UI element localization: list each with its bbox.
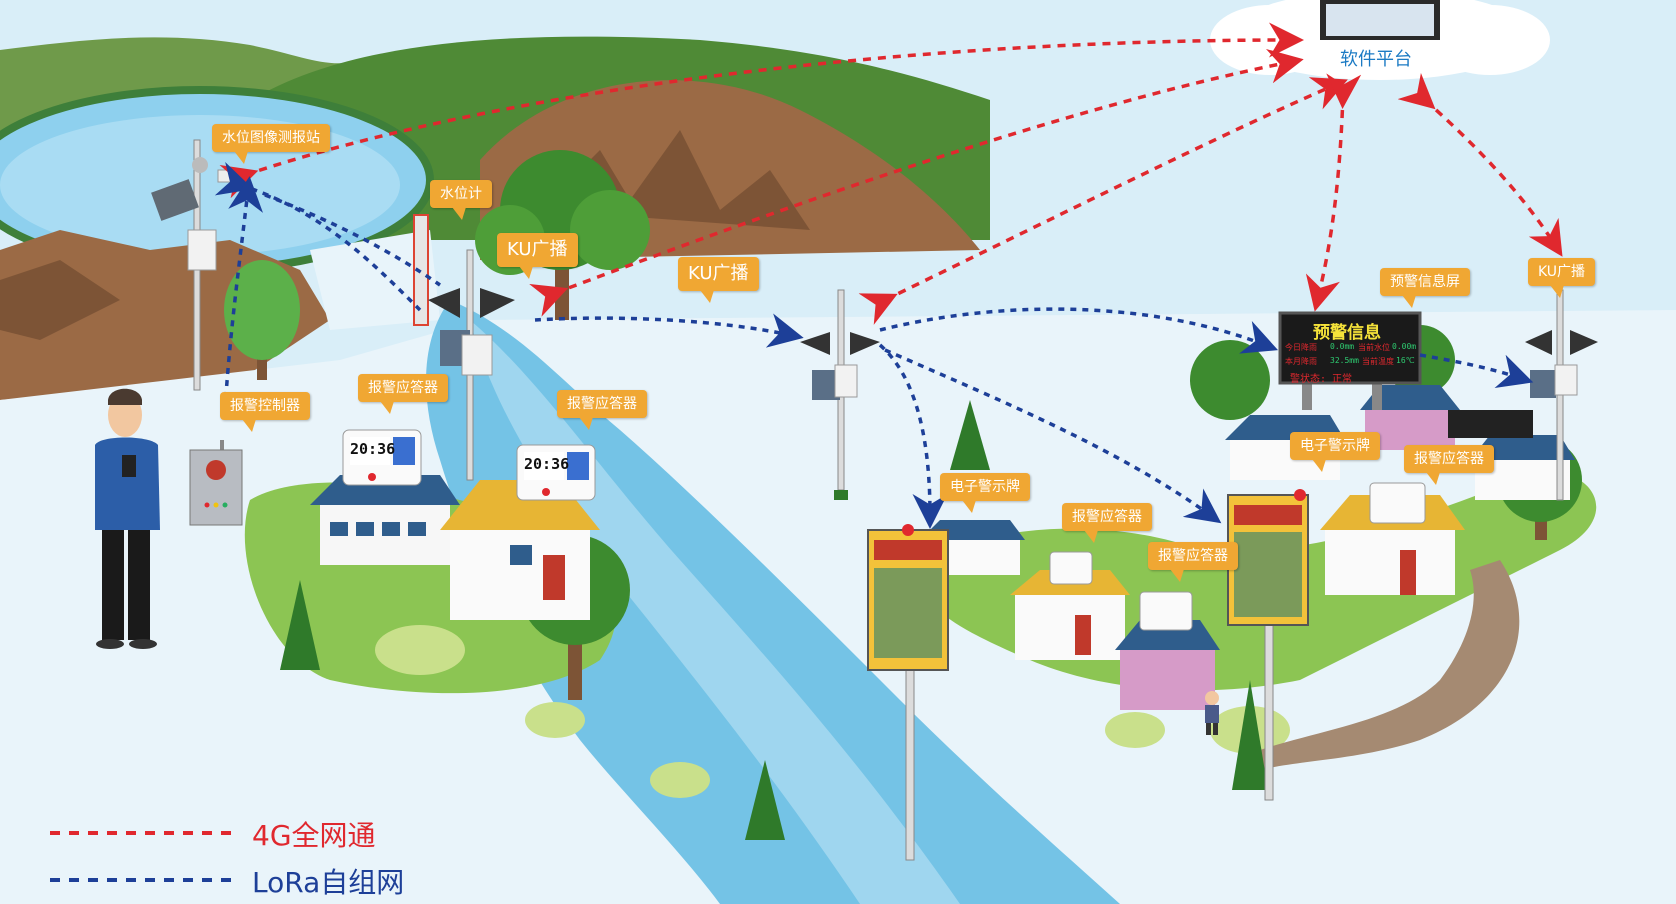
link-lora-station-gauge (264, 193, 442, 287)
house-4 (1010, 570, 1130, 660)
electronic-sign-left (867, 524, 949, 861)
label-alarm-controller: 报警控制器 (220, 392, 310, 432)
label-water-image-station: 水位图像测报站 (212, 124, 330, 164)
label-alarm-responder-2: 报警应答器 (557, 390, 647, 430)
alarm-controller-box (189, 440, 243, 526)
label-alarm-responder-3: 报警应答器 (1062, 503, 1152, 543)
river (426, 300, 1120, 904)
link-lora-screen-ku3 (1419, 353, 1534, 388)
label-water-level-gauge: 水位计 (430, 180, 492, 220)
link-lora-station-ku1 (214, 162, 422, 312)
alarm-responder-device-1 (342, 429, 422, 486)
label-ku-broadcast-1: KU广播 (497, 233, 578, 279)
label-warning-screen: 预警信息屏 (1380, 268, 1470, 308)
dam-waterfall (310, 230, 440, 330)
label-alarm-responder-5: 报警应答器 (1404, 445, 1494, 485)
bush-patch-2 (525, 702, 585, 738)
label-electronic-sign-1: 电子警示牌 (940, 473, 1030, 513)
child-figure (1205, 691, 1219, 735)
broadcast-host-box (1448, 410, 1533, 438)
warning-line1-left: 今日降雨 (1285, 343, 1317, 352)
device-clock-1: 20:36 (350, 440, 396, 458)
links-4g (219, 22, 1563, 325)
water-level-gauge-tower (413, 214, 429, 326)
link-lora-ku2-screen (879, 307, 1279, 354)
link-lora-controller-station (223, 176, 264, 411)
house-8 (1360, 385, 1460, 450)
electronic-sign-right (1227, 489, 1309, 801)
warning-line2-right: 当前温度 (1362, 357, 1394, 366)
alarm-responder-device-4 (1139, 591, 1193, 631)
pine-2 (950, 400, 990, 470)
warning-line2-mid: 32.5mm (1330, 356, 1359, 365)
bush-patch-1 (375, 625, 465, 675)
bush-patch-3 (650, 762, 710, 798)
warning-line1-right: 当前水位 (1358, 343, 1390, 352)
warning-line3: 警状态: 正常 (1290, 374, 1353, 385)
dirt-road (1260, 560, 1520, 770)
label-ku-broadcast-3: KU广播 (1528, 258, 1596, 298)
warning-line2-left: 本月降雨 (1285, 357, 1317, 366)
software-platform-label: 软件平台 (1340, 49, 1412, 70)
device-clock-2: 20:36 (524, 455, 570, 473)
link-lora-ku1-ku2 (534, 313, 804, 348)
pine-1 (280, 580, 320, 670)
label-ku-broadcast-2: KU广播 (678, 257, 759, 303)
legend-lora-label: LoRa自组网 (252, 866, 405, 899)
link-4g-ku2-cloud (858, 77, 1348, 325)
warning-panel-title: 预警信息 (1313, 323, 1381, 343)
label-electronic-sign-2: 电子警示牌 (1290, 432, 1380, 472)
link-4g-screen-cloud (1305, 73, 1362, 312)
link-lora-ku2-sign2 (884, 348, 1222, 524)
pine-4 (1232, 680, 1268, 790)
house-5 (1115, 620, 1220, 710)
link-lora-ku2-sign (878, 343, 948, 529)
house-1 (310, 475, 460, 565)
ku-broadcast-pole-1 (428, 249, 515, 481)
left-cliff-shadow (0, 260, 120, 340)
link-4g-ku3-cloud (1397, 72, 1563, 257)
alarm-responder-device-2 (516, 444, 596, 501)
pine-3 (745, 760, 785, 840)
label-alarm-responder-1: 报警应答器 (358, 374, 448, 414)
label-alarm-responder-4: 报警应答器 (1148, 542, 1238, 582)
tree-near-controller (224, 260, 300, 380)
person-figure (95, 388, 160, 649)
links-lora (214, 162, 1534, 529)
warning-line1-val: 0.00m (1392, 342, 1417, 351)
alarm-responder-device-5 (1369, 482, 1426, 524)
house-2 (440, 480, 600, 620)
alarm-responder-device-3 (1049, 551, 1093, 585)
legend-4g-label: 4G全网通 (252, 819, 376, 852)
bush-patch-4 (1105, 712, 1165, 748)
warning-line2-val: 16℃ (1396, 356, 1415, 365)
warning-line1-mid: 0.0mm (1330, 342, 1355, 351)
